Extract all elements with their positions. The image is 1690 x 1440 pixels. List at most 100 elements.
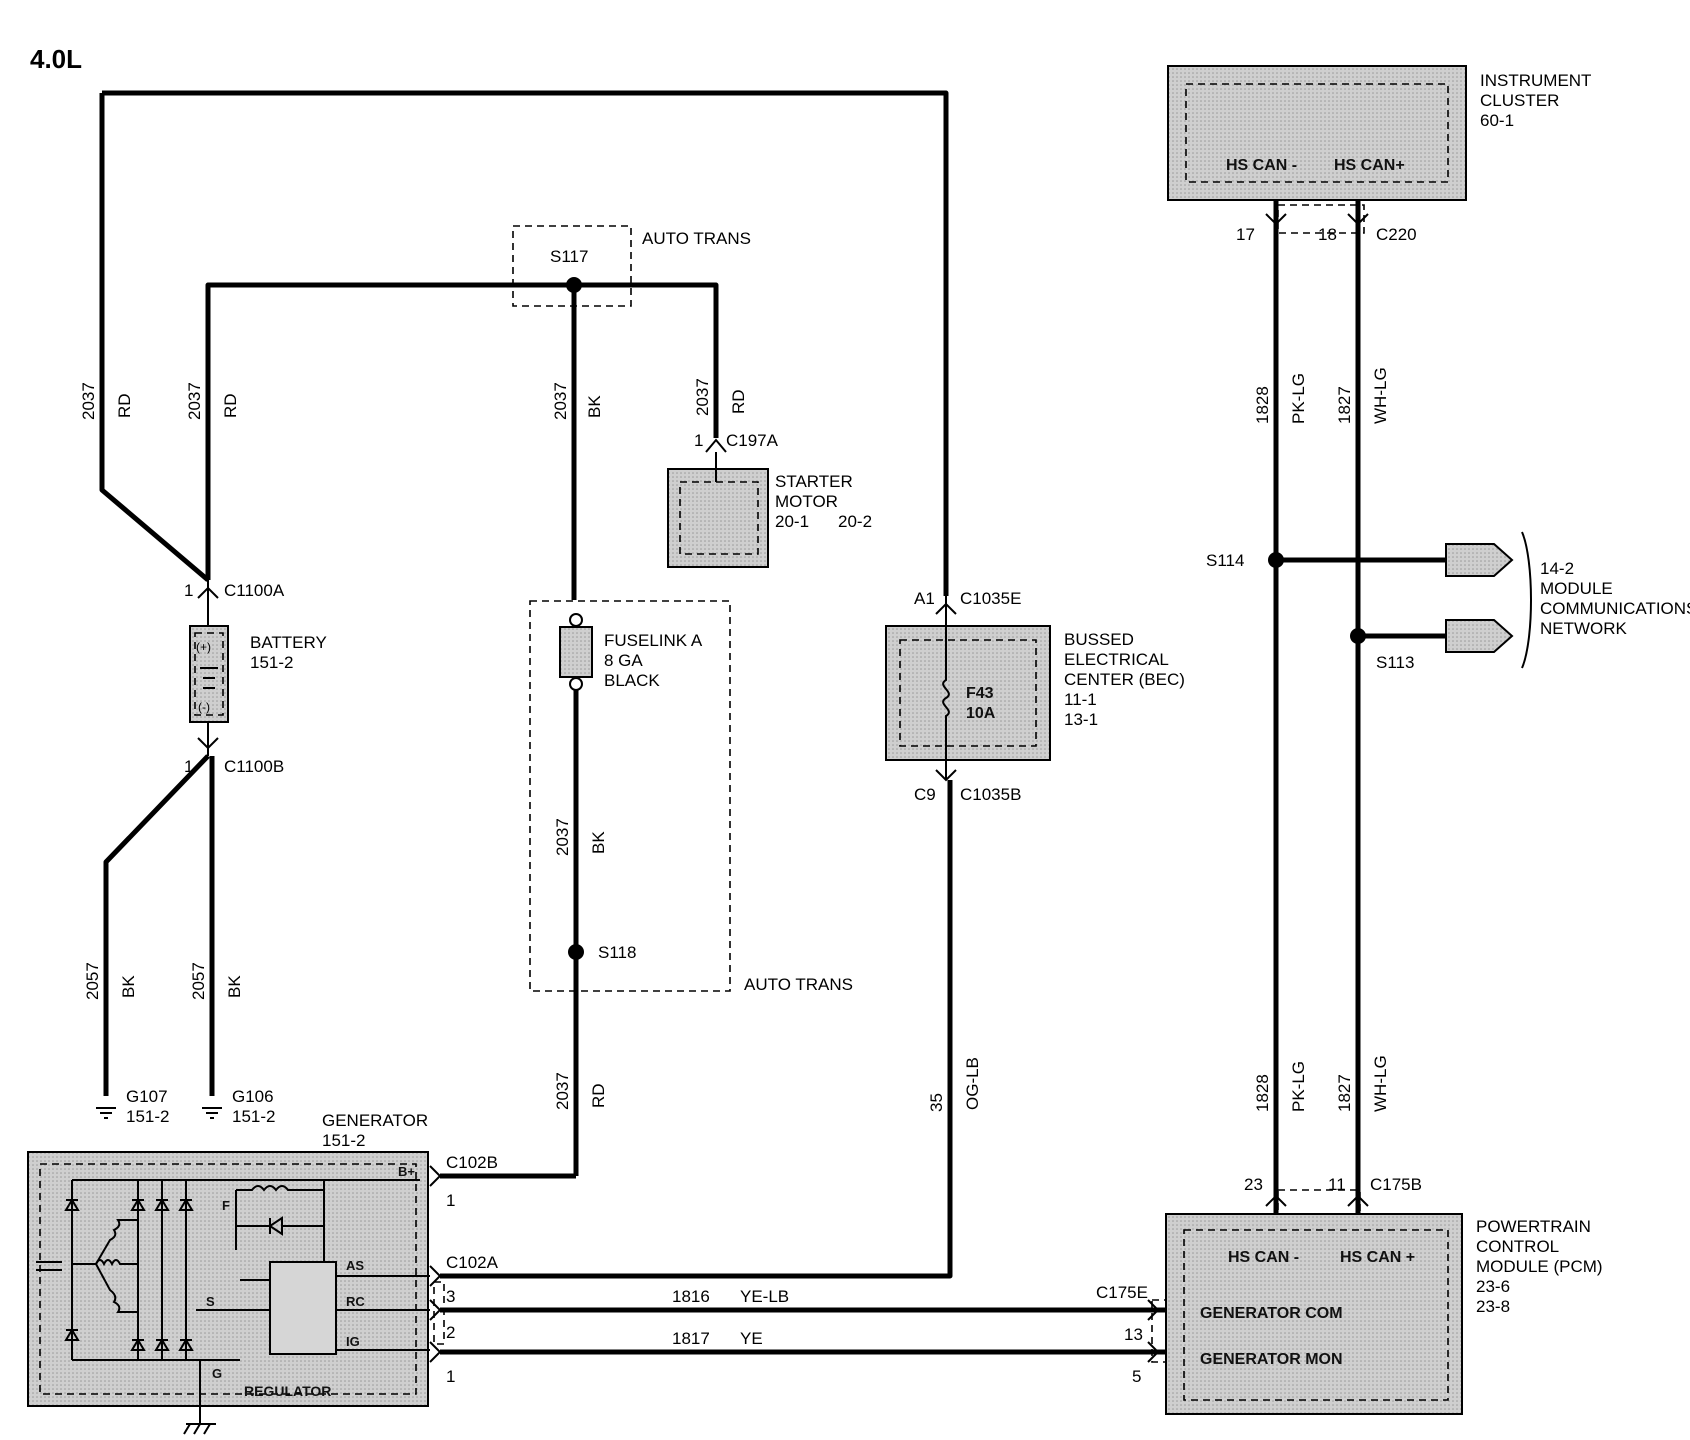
diagram-title: 4.0L bbox=[30, 44, 82, 74]
g106-label: G106 bbox=[232, 1087, 274, 1106]
wire-color-wh-lg-top: WH-LG bbox=[1371, 367, 1390, 424]
instrument-cluster-body bbox=[1167, 65, 1467, 201]
pcm-ref-1: 23-6 bbox=[1476, 1277, 1510, 1296]
g107-ref: 151-2 bbox=[126, 1107, 169, 1126]
s118-label: S118 bbox=[598, 943, 636, 962]
network-arrow-icon bbox=[1445, 619, 1514, 653]
chassis-ground-icon bbox=[183, 1423, 216, 1435]
c102a-connector-icon bbox=[429, 1341, 442, 1363]
s117-label: S117 bbox=[550, 247, 588, 266]
auto-trans-label-2: AUTO TRANS bbox=[744, 975, 853, 994]
generator-pin-ig: IG bbox=[346, 1334, 360, 1349]
starter-ref-2: 20-2 bbox=[838, 512, 872, 531]
c1100a-label: C1100A bbox=[224, 581, 285, 600]
fuselink-terminal-top bbox=[569, 613, 583, 627]
wire-code-2037-f: 2037 bbox=[553, 1072, 572, 1110]
c102a-connector-icon bbox=[429, 1265, 442, 1287]
wire-code-2037-e: 2037 bbox=[553, 818, 572, 856]
battery-name: BATTERY bbox=[250, 633, 327, 652]
wire-color-bk-g106: BK bbox=[225, 975, 244, 998]
c102b-connector-icon bbox=[429, 1165, 442, 1187]
auto-trans-label-1: AUTO TRANS bbox=[642, 229, 751, 248]
pcm-name-3: MODULE (PCM) bbox=[1476, 1257, 1603, 1276]
c102b-label: C102B bbox=[446, 1153, 498, 1172]
generator-body bbox=[27, 1151, 429, 1407]
pcm-pin-hs-can-plus: HS CAN + bbox=[1340, 1249, 1415, 1266]
bec-ref-2: 13-1 bbox=[1064, 710, 1098, 729]
wire-color-bk-g107: BK bbox=[119, 975, 138, 998]
field-coil-icon bbox=[235, 1180, 325, 1270]
c175b-label: C175B bbox=[1370, 1175, 1422, 1194]
wire-code-2037-a: 2037 bbox=[79, 382, 98, 420]
fuselink-body bbox=[559, 626, 593, 678]
wire-2057-bk-g107 bbox=[103, 754, 210, 1096]
c175e-connector-box bbox=[1151, 1299, 1167, 1363]
s114-label: S114 bbox=[1206, 551, 1244, 570]
wire-code-1828-bottom: 1828 bbox=[1253, 1074, 1272, 1112]
wire-color-og-lb: OG-LB bbox=[963, 1057, 982, 1110]
wire-color-pk-lg-top: PK-LG bbox=[1289, 373, 1308, 424]
pcm-name-1: POWERTRAIN bbox=[1476, 1217, 1591, 1236]
wire-color-rd-d: RD bbox=[729, 389, 748, 414]
fuselink-terminal-bottom bbox=[569, 677, 583, 691]
ground-icon bbox=[202, 1107, 222, 1119]
cluster-ref: 60-1 bbox=[1480, 111, 1514, 130]
fuselink-name-3: BLACK bbox=[604, 671, 660, 690]
battery-ref: 151-2 bbox=[250, 653, 293, 672]
c175b-connector-box bbox=[1277, 1189, 1361, 1215]
splice-s117 bbox=[566, 277, 582, 293]
battery-plus-symbol: (+) bbox=[196, 640, 211, 654]
wire-color-rd-f: RD bbox=[589, 1083, 608, 1108]
battery-body bbox=[189, 625, 229, 723]
generator-pin-as: AS bbox=[346, 1258, 364, 1273]
wire-code-2037-c: 2037 bbox=[551, 382, 570, 420]
bec-name-1: BUSSED bbox=[1064, 630, 1134, 649]
starter-motor-inner bbox=[679, 481, 759, 555]
wire-code-2037-b: 2037 bbox=[185, 382, 204, 420]
ground-icon bbox=[96, 1107, 116, 1119]
c175b-pin-23: 23 bbox=[1244, 1175, 1263, 1194]
battery-inner bbox=[194, 632, 224, 716]
cluster-pin-hs-can-plus: HS CAN+ bbox=[1334, 157, 1405, 174]
wire-code-35: 35 bbox=[927, 1093, 946, 1112]
wire-color-bk-e: BK bbox=[589, 831, 608, 854]
generator-pin-g: G bbox=[212, 1366, 222, 1381]
generator-pin-f: F bbox=[222, 1198, 230, 1213]
generator-ref: 151-2 bbox=[322, 1131, 365, 1150]
c1100b-pin: 1 bbox=[184, 757, 193, 776]
pcm-pin-generator-mon: GENERATOR MON bbox=[1200, 1351, 1343, 1368]
generator-inner bbox=[39, 1163, 417, 1395]
c220-pin-18: 18 bbox=[1318, 225, 1337, 244]
c175e-pin-5: 5 bbox=[1132, 1367, 1141, 1386]
wire-code-1817: 1817 bbox=[672, 1329, 710, 1348]
wire-code-1816: 1816 bbox=[672, 1287, 710, 1306]
c102a-pin-3: 3 bbox=[446, 1287, 455, 1306]
wire-color-bk-c: BK bbox=[585, 395, 604, 418]
starter-motor-body bbox=[667, 468, 769, 568]
pcm-name-2: CONTROL bbox=[1476, 1237, 1559, 1256]
c102b-pin: 1 bbox=[446, 1191, 455, 1210]
fuse-f43-symbol bbox=[942, 596, 950, 780]
c175e-pin-13: 13 bbox=[1124, 1325, 1143, 1344]
battery-minus-symbol: (-) bbox=[198, 700, 210, 714]
c175e-connector-icon bbox=[1147, 1341, 1160, 1363]
wire-2037-rd-left bbox=[99, 93, 210, 582]
wire-code-1828-top: 1828 bbox=[1253, 386, 1272, 424]
cluster-name-2: CLUSTER bbox=[1480, 91, 1559, 110]
generator-pin-b-plus: B+ bbox=[398, 1164, 415, 1179]
wire-color-pk-lg-bottom: PK-LG bbox=[1289, 1061, 1308, 1112]
c197a-label: C197A bbox=[726, 431, 779, 450]
generator-pin-rc: RC bbox=[346, 1294, 365, 1309]
wire-2037-rd-loop bbox=[102, 90, 949, 596]
wire-color-rd-b: RD bbox=[221, 393, 240, 418]
network-name-3: NETWORK bbox=[1540, 619, 1628, 638]
g107-label: G107 bbox=[126, 1087, 168, 1106]
splice-s118 bbox=[568, 944, 584, 960]
generator-pin-s: S bbox=[206, 1294, 215, 1309]
c1035e-label: C1035E bbox=[960, 589, 1021, 608]
bec-name-2: ELECTRICAL bbox=[1064, 650, 1169, 669]
generator-name: GENERATOR bbox=[322, 1111, 428, 1130]
wire-code-2057-b: 2057 bbox=[189, 962, 208, 1000]
network-bracket-icon bbox=[1521, 531, 1532, 669]
